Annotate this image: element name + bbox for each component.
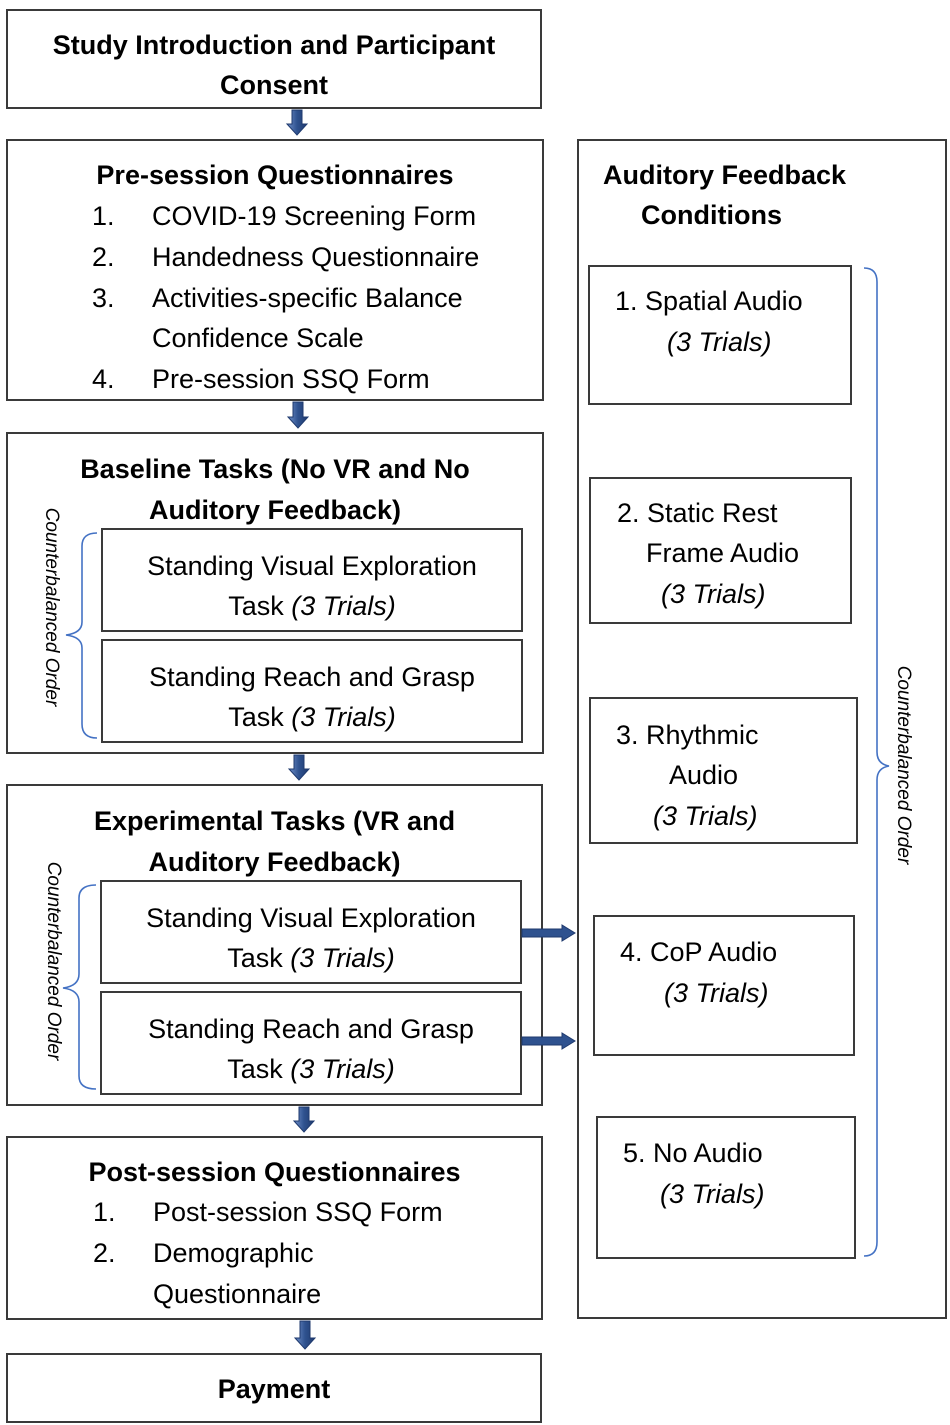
down-arrow-icon xyxy=(293,1320,317,1350)
down-arrow-icon xyxy=(287,754,311,781)
auditory-bracket xyxy=(863,267,890,1257)
condition-rhythmic-audio: 3. Rhythmic Audio (3 Trials) xyxy=(589,697,858,844)
condition-4-label: 4. CoP Audio xyxy=(620,937,778,967)
pre-item-num-4: 4. xyxy=(92,364,115,394)
condition-3-trials: (3 Trials) xyxy=(653,801,758,831)
post-item-num-1: 1. xyxy=(93,1197,116,1227)
auditory-title-line2: Conditions xyxy=(641,200,782,230)
experimental-task1-line2: Task (3 Trials) xyxy=(227,943,395,973)
payment-box: Payment xyxy=(6,1353,542,1423)
baseline-visual-exploration-box: Standing Visual Exploration Task (3 Tria… xyxy=(101,528,523,632)
baseline-task1-line1: Standing Visual Exploration xyxy=(147,551,477,581)
down-arrow-icon xyxy=(285,109,309,136)
condition-3-label: 3. Rhythmic xyxy=(616,720,759,750)
experimental-bracket xyxy=(62,884,97,1090)
condition-2-trials: (3 Trials) xyxy=(661,579,766,609)
experimental-reach-grasp-box: Standing Reach and Grasp Task (3 Trials) xyxy=(100,991,522,1095)
down-arrow-icon xyxy=(286,401,310,429)
baseline-reach-grasp-box: Standing Reach and Grasp Task (3 Trials) xyxy=(101,639,523,743)
pre-item-num-3: 3. xyxy=(92,283,115,313)
experimental-title-line1: Experimental Tasks (VR and xyxy=(93,806,456,836)
pre-item-text-3: Activities-specific Balance xyxy=(152,283,463,313)
experimental-task1-line1: Standing Visual Exploration xyxy=(146,903,476,933)
down-arrow-icon xyxy=(292,1106,316,1133)
payment-label: Payment xyxy=(217,1374,331,1404)
post-item-text-2b: Questionnaire xyxy=(153,1279,322,1309)
condition-2-label: 2. Static Rest xyxy=(617,498,778,528)
condition-no-audio: 5. No Audio (3 Trials) xyxy=(596,1116,856,1259)
right-arrow-icon xyxy=(521,924,576,942)
condition-5-label: 5. No Audio xyxy=(623,1138,763,1168)
baseline-title-line1: Baseline Tasks (No VR and No xyxy=(80,454,470,484)
pre-item-num-2: 2. xyxy=(92,242,115,272)
baseline-task1-line2: Task (3 Trials) xyxy=(228,591,396,621)
intro-box: Study Introduction and Participant Conse… xyxy=(6,9,542,109)
auditory-title-line1: Auditory Feedback xyxy=(603,160,847,190)
baseline-bracket xyxy=(65,532,98,739)
pre-item-text-1: COVID-19 Screening Form xyxy=(152,201,477,231)
condition-spatial-audio: 1. Spatial Audio (3 Trials) xyxy=(588,265,852,405)
pre-item-text-4: Pre-session SSQ Form xyxy=(152,364,430,394)
experimental-title-line2: Auditory Feedback) xyxy=(148,847,401,877)
pre-session-title: Pre-session Questionnaires xyxy=(96,160,454,190)
experimental-task2-line1: Standing Reach and Grasp xyxy=(148,1014,474,1044)
experimental-task2-line2: Task (3 Trials) xyxy=(227,1054,395,1084)
baseline-task2-line2: Task (3 Trials) xyxy=(228,702,396,732)
post-session-box: Post-session Questionnaires 1. Post-sess… xyxy=(6,1136,543,1320)
condition-1-label: 1. Spatial Audio xyxy=(615,286,803,316)
post-session-title: Post-session Questionnaires xyxy=(88,1157,461,1187)
post-item-text-1: Post-session SSQ Form xyxy=(153,1197,443,1227)
intro-title-line2: Consent xyxy=(220,70,328,100)
condition-5-trials: (3 Trials) xyxy=(660,1179,765,1209)
pre-session-box: Pre-session Questionnaires 1. COVID-19 S… xyxy=(6,139,544,401)
intro-title-line1: Study Introduction and Participant xyxy=(52,30,496,60)
baseline-title-line2: Auditory Feedback) xyxy=(148,495,402,525)
baseline-task2-line1: Standing Reach and Grasp xyxy=(149,662,475,692)
right-arrow-icon xyxy=(521,1032,576,1050)
experimental-visual-exploration-box: Standing Visual Exploration Task (3 Tria… xyxy=(100,880,522,984)
condition-1-trials: (3 Trials) xyxy=(667,327,772,357)
condition-2-label-line2: Frame Audio xyxy=(646,538,800,568)
condition-4-trials: (3 Trials) xyxy=(664,978,769,1008)
pre-item-text-3b: Confidence Scale xyxy=(152,323,364,353)
condition-static-rest-frame-audio: 2. Static Rest Frame Audio (3 Trials) xyxy=(589,477,852,624)
post-item-num-2: 2. xyxy=(93,1238,116,1268)
condition-cop-audio: 4. CoP Audio (3 Trials) xyxy=(593,915,855,1056)
pre-item-text-2: Handedness Questionnaire xyxy=(152,242,480,272)
condition-3-label-line2: Audio xyxy=(669,760,739,790)
post-item-text-2: Demographic xyxy=(153,1238,314,1268)
pre-item-num-1: 1. xyxy=(92,201,115,231)
